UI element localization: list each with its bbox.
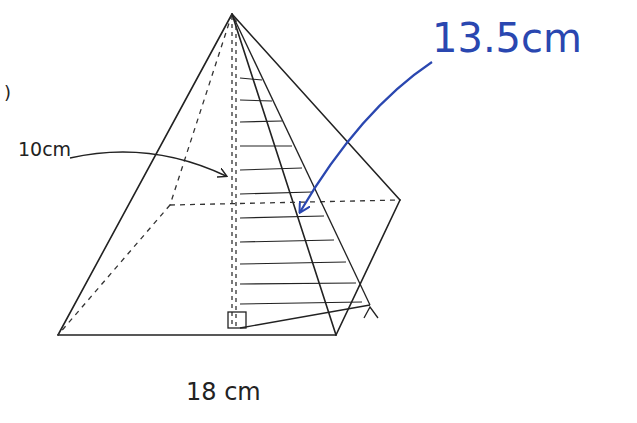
hidden-edges (58, 14, 400, 335)
leader-arrow (300, 62, 432, 212)
pyramid-edges (58, 14, 400, 335)
hatching (240, 78, 362, 304)
base-dimension: 18 cm (186, 380, 261, 404)
height-dimension: 10cm (18, 140, 71, 159)
item-bracket: ) (4, 84, 11, 102)
leader-arrow (70, 152, 226, 176)
slant-height-line (228, 14, 378, 328)
slant-height-dimension: 13.5cm (432, 18, 582, 58)
